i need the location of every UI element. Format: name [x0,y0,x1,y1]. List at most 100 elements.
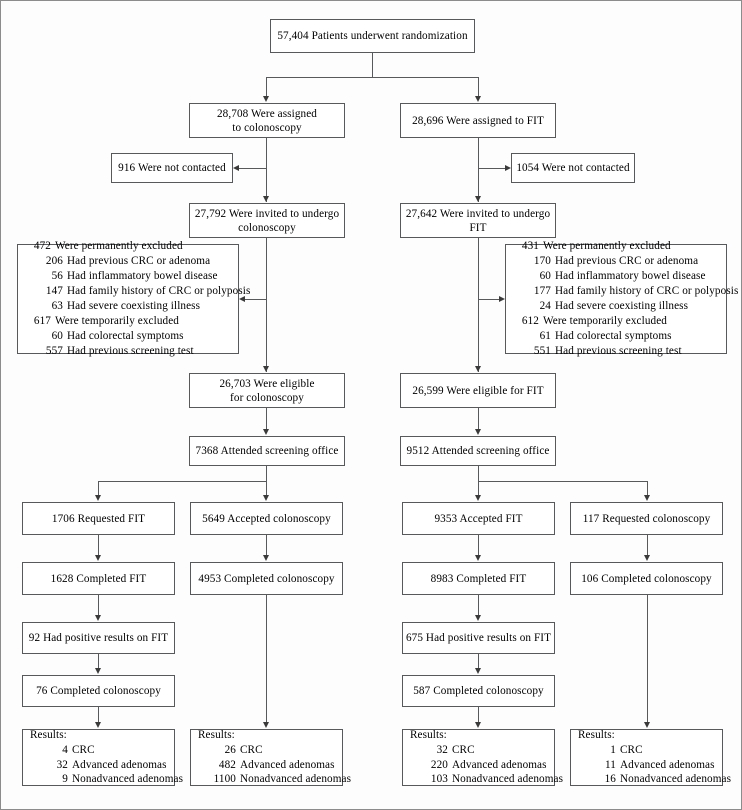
arrow-invited-colonoscopy [263,196,269,202]
excluded-right-txt-6: Had colorectal symptoms [555,329,672,342]
results3-row-1: 220 Advanced adenomas [410,758,547,773]
results3-txt-2: Nonadvanced adenomas [452,773,564,786]
results3-num-2: 103 [430,773,448,786]
node-assigned-colonoscopy: 28,708 Were assigned to colonoscopy [189,103,345,138]
connector-col2-to-results [266,595,267,722]
node-col4-requested: 117 Requested colonoscopy [570,502,723,535]
node-col3-positive: 675 Had positive results on FIT [402,622,555,654]
node-eligible-colonoscopy: 26,703 Were eligible for colonoscopy [189,373,345,408]
connector-fit-trunk-2 [478,238,479,372]
node-attended-left-line1: 7368 Attended screening office [195,445,339,457]
node-attended-right-line1: 9512 Attended screening office [406,445,550,457]
arrow-col4-completed [644,555,650,561]
excluded-left-txt-2: Had inflammatory bowel disease [67,270,218,283]
node-not-contacted-left: 916 Were not contacted [111,153,233,183]
excluded-right-row-2: 60 Had inflammatory bowel disease [513,269,719,284]
node-col2-accepted-line1: 5649 Accepted colonoscopy [202,512,331,525]
connector-excluded-left [245,299,266,300]
node-excluded-left: 472 Were permanently excluded 206 Had pr… [17,240,250,357]
connector-col1-t6-t7 [98,595,99,615]
connector-not-contacted-left [239,168,266,169]
excluded-left-txt-7: Had previous screening test [67,344,194,357]
arrow-excluded-right [499,295,505,302]
node-assigned-fit: 28,696 Were assigned to FIT [400,103,556,138]
node-attended-right: 9512 Attended screening office [400,436,556,466]
connector-attended-right-down [478,466,479,481]
arrow-to-colonoscopy-arm [263,96,269,102]
arrow-not-contacted-left [233,164,239,171]
results2-num-2: 1100 [213,773,236,786]
node-results-1: Results: 4 CRC 32 Advanced adenomas 9 No… [22,728,183,787]
results3-num-1: 220 [430,758,448,771]
excluded-right-row-1: 170 Had previous CRC or adenoma [513,254,719,269]
excluded-right-num-5: 612 [521,314,539,327]
connector-colonoscopy-trunk-1 [266,138,267,202]
results2-txt-1: Advanced adenomas [240,758,335,771]
connector-col4-to-results [647,595,648,722]
results4-num-0: 1 [610,743,616,756]
connector-col4-t5-t6 [647,535,648,555]
connector-col2-t5-t6 [266,535,267,555]
results1-txt-2: Nonadvanced adenomas [72,773,184,786]
excluded-left-num-0: 472 [33,240,51,253]
excluded-left-row-5: 617 Were temporarily excluded [25,314,231,329]
node-col3-completed: 8983 Completed FIT [402,562,555,595]
results2-num-1: 482 [218,758,236,771]
connector-excluded-right [478,299,499,300]
connector-col1-t5-t6 [98,535,99,555]
results1-header-row: Results: [30,728,167,743]
connector-col1-t8-results [98,707,99,722]
connector-col3-t5-t6 [478,535,479,555]
arrow-col1-colonoscopy [95,668,101,674]
excluded-left-row-2: 56 Had inflammatory bowel disease [25,269,231,284]
excluded-left-txt-6: Had colorectal symptoms [67,329,184,342]
node-col1-requested-line1: 1706 Requested FIT [51,512,146,525]
excluded-left-row-1: 206 Had previous CRC or adenoma [25,254,231,269]
results4-row-0: 1 CRC [578,743,715,758]
results4-num-1: 11 [605,758,616,771]
excluded-right-txt-4: Had severe coexisting illness [555,300,689,312]
node-assigned-colonoscopy-line1: 28,708 Were assigned [216,107,317,120]
connector-fit-trunk-1 [478,138,479,202]
excluded-left-num-2: 56 [51,270,63,283]
excluded-right-row-6: 61 Had colorectal symptoms [513,329,719,344]
results2-txt-0: CRC [240,743,263,756]
excluded-left-row-6: 60 Had colorectal symptoms [25,329,231,344]
node-randomization: 57,404 Patients underwent randomization [270,19,475,53]
node-col3-colonoscopy-line1: 587 Completed colonoscopy [413,685,544,697]
connector-to-fit-arm [478,77,479,96]
arrow-col2-completed [263,555,269,561]
node-col1-positive: 92 Had positive results on FIT [22,622,175,654]
results4-row-2: 16 Nonadvanced adenomas [578,772,731,787]
excluded-left-row-0: 472 Were permanently excluded [25,239,231,254]
results1-txt-1: Advanced adenomas [72,758,167,771]
connector-attended-left-down [266,466,267,481]
connector-col1-drop [98,481,99,495]
node-col1-positive-line1: 92 Had positive results on FIT [28,632,169,644]
node-col1-colonoscopy: 76 Completed colonoscopy [22,675,175,707]
arrow-eligible-colonoscopy [263,366,269,372]
results1-row-2: 9 Nonadvanced adenomas [30,772,183,787]
excluded-right-txt-3: Had family history of CRC or polyposis [555,285,739,298]
arrow-not-contacted-right [505,164,511,171]
node-col4-requested-line1: 117 Requested colonoscopy [582,512,711,525]
results4-txt-1: Advanced adenomas [620,758,715,771]
results3-txt-0: CRC [452,743,475,756]
node-col2-completed: 4953 Completed colonoscopy [190,562,343,595]
excluded-left-txt-1: Had previous CRC or adenoma [67,255,211,268]
node-col1-colonoscopy-line1: 76 Completed colonoscopy [36,685,161,697]
excluded-left-num-7: 557 [45,344,63,357]
excluded-left-row-7: 557 Had previous screening test [25,344,231,359]
excluded-right-txt-5: Were temporarily excluded [543,314,667,327]
arrow-col4-requested [644,495,650,501]
results4-header: Results: [578,728,615,741]
node-randomization-line1: 57,404 Patients underwent randomization [277,30,468,42]
node-results-4: Results: 1 CRC 11 Advanced adenomas 16 N… [570,728,731,787]
results2-row-1: 482 Advanced adenomas [198,758,335,773]
node-invited-colonoscopy-line1: 27,792 Were invited to undergo [194,207,340,220]
excluded-right-num-7: 551 [533,344,551,357]
node-results-2: Results: 26 CRC 482 Advanced adenomas 11… [190,729,351,786]
connector-col3-drop [478,481,479,495]
excluded-right-num-4: 24 [539,300,551,312]
